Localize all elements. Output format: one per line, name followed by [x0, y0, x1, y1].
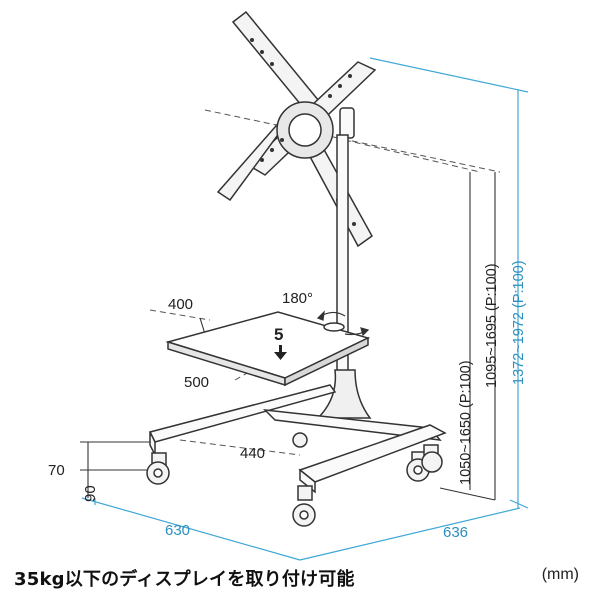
load-capacity-caption: 35kg以下のディスプレイを取り付け可能: [14, 569, 355, 590]
load-arrow-icon: [274, 345, 287, 360]
blue-dimension-lines: [81, 57, 529, 561]
vesa-cross-arms: [216, 10, 377, 248]
dark-dimension-lines: [80, 172, 496, 501]
label-height-3: 1372~1972 (P:100): [511, 260, 527, 385]
stand-pole: [336, 107, 355, 401]
base-column: [316, 369, 372, 419]
label-height-2: 1095~1695 (P:100): [484, 263, 500, 388]
label-shelf-width: 500: [184, 374, 209, 391]
label-shelf-load: 5: [274, 325, 283, 344]
unit-label: (mm): [541, 566, 579, 583]
shelf: [165, 311, 371, 387]
label-base-depth: 636: [443, 524, 468, 541]
label-height-1: 1050~1650 (P:100): [458, 360, 474, 485]
label-base-height: 70: [48, 462, 65, 479]
label-rotation: 180°: [282, 290, 313, 307]
rotation-arrows: [316, 310, 370, 337]
label-inner-width: 440: [240, 445, 265, 462]
label-base-width: 630: [165, 522, 190, 539]
label-wheel-height: 90: [82, 485, 99, 502]
label-shelf-depth: 400: [168, 296, 193, 313]
casters: [146, 432, 443, 527]
